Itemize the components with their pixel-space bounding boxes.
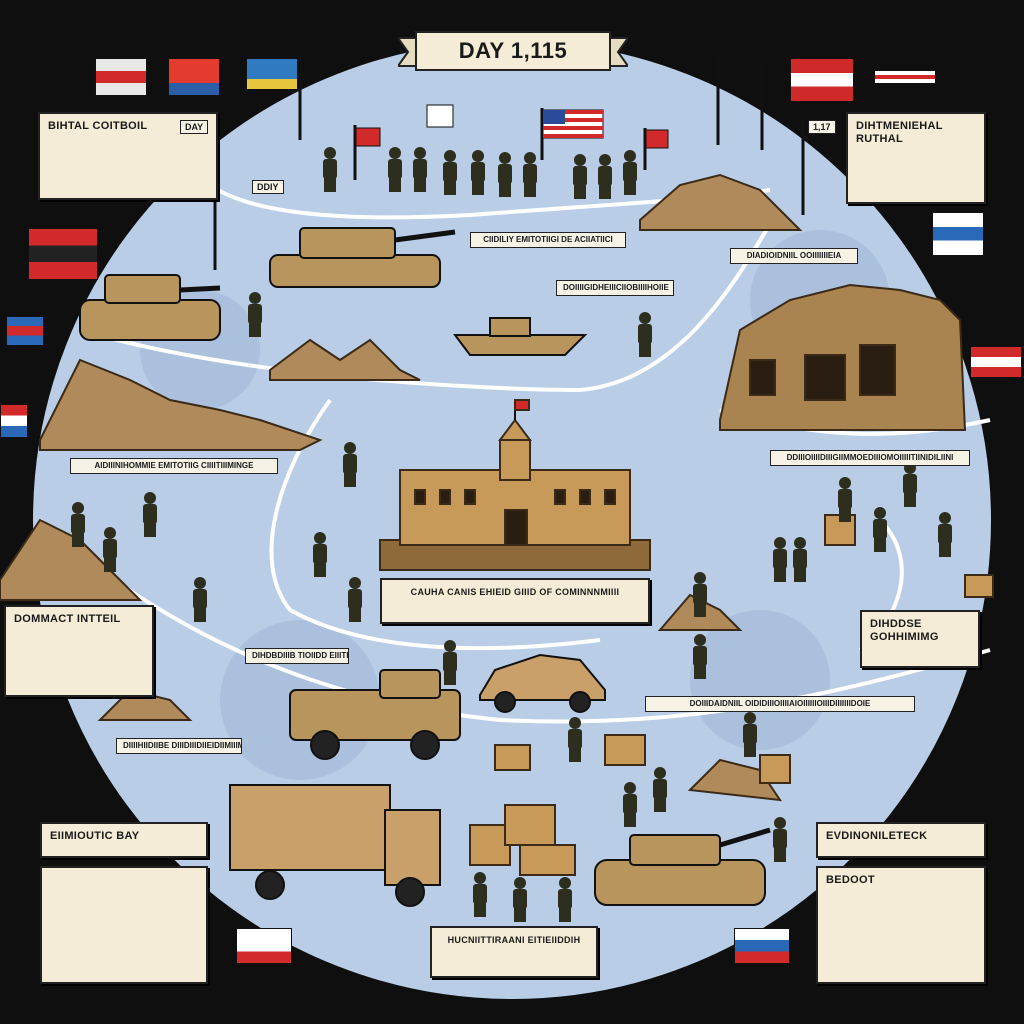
ruined-building <box>719 283 967 431</box>
card-bottom-center: HUCNIITTIRAANI EITIEIIDDIH <box>430 926 598 978</box>
card-bottom-center-heading: HUCNIITTIRAANI EITIEIIDDIH <box>447 935 581 945</box>
soldier-figure <box>513 877 527 922</box>
soldier-figure <box>903 462 917 507</box>
card-bottom-left-body <box>40 866 208 984</box>
soldier-figure <box>743 712 757 757</box>
card-center-building: CAUHA CANIS EHIEID GIIID OF COMINNNMIIII <box>380 578 650 624</box>
tag-day-right: 1,17 <box>808 120 836 134</box>
soldier-figure <box>323 147 337 192</box>
flag-icon <box>168 58 220 96</box>
soldier-figure <box>248 292 262 337</box>
soldier-figure <box>793 537 807 582</box>
soldier-figure <box>348 577 362 622</box>
flag-icon <box>874 70 936 84</box>
flag-icon <box>932 212 984 256</box>
scroll-banner-shape <box>398 31 628 71</box>
flag-icon <box>28 228 98 280</box>
card-mid-right-heading: DIHDDSE GOHHIMIMG <box>870 618 939 643</box>
soldier-figure <box>193 577 207 622</box>
day-counter: DAY 1,115 <box>458 38 568 63</box>
flag-icon <box>734 928 790 964</box>
card-top-right-heading: DIHTMENIEHAL RUTHAL <box>856 120 943 145</box>
label-right-mid: DDIIIOIIIIDIIIGIIMMOEDIIIOMOIIIIITIINIDI… <box>770 450 970 466</box>
soldier-figure <box>471 150 485 195</box>
card-mid-left-heading: DOMMACT INTTEIL <box>14 613 121 625</box>
flag-icon <box>246 58 298 90</box>
label-left-low: DIIIIHIIDIIBE DIIIDIIIDIIEIDIIMIIIM <box>116 738 242 754</box>
card-bottom-right-title: EVDINONILETECK <box>816 822 986 858</box>
soldier-figure <box>473 872 487 917</box>
card-bottom-right-subheading: BEDOOT <box>826 874 875 886</box>
flag-icon <box>236 928 292 964</box>
soldier-figure <box>773 817 787 862</box>
card-bottom-right-heading: EVDINONILETECK <box>826 830 928 842</box>
card-top-right: DIHTMENIEHAL RUTHAL <box>846 112 986 204</box>
card-mid-left: DOMMACT INTTEIL <box>4 605 154 697</box>
soldier-figure <box>623 782 637 827</box>
soldier-figure <box>443 640 457 685</box>
soldier-figure <box>71 502 85 547</box>
soldier-figure <box>103 527 117 572</box>
soldier-figure <box>693 572 707 617</box>
soldier-figure <box>938 512 952 557</box>
flag-icon <box>0 404 28 438</box>
sedan-car <box>479 653 606 713</box>
card-top-left-heading: BIHTAL COITBOIL <box>48 120 148 132</box>
soldier-figure <box>388 147 402 192</box>
turkey-flag <box>355 127 381 147</box>
tank-upper <box>269 227 456 288</box>
pickup-truck <box>289 669 461 760</box>
soldier-figure <box>653 767 667 812</box>
soldier-figure <box>573 154 587 199</box>
label-bottom-wide: DOIIIDAIDNIIL OIDIDIIIOIIIIAIOIIIIIIOIII… <box>645 696 915 712</box>
supply-boxes <box>469 514 994 876</box>
flag-icon <box>6 316 44 346</box>
soldier-figure <box>873 507 887 552</box>
soldier-figure <box>343 442 357 487</box>
soldier-figure <box>638 312 652 357</box>
soldier-figure <box>523 152 537 197</box>
tag-dirt-road: DDIY <box>252 180 284 194</box>
label-left-mid: AIDIIINIHOMMIE EMITOTIIG CIIIITIIIMINGE <box>70 458 278 474</box>
soldier-figure <box>498 152 512 197</box>
soldier-figure <box>143 492 157 537</box>
soldier-figures <box>71 147 952 922</box>
soldier-figure <box>623 150 637 195</box>
label-right-upper: DIADIOIDNIIL OOIIIIIIIEIA <box>730 248 858 264</box>
tag-day-left: DAY <box>180 120 209 134</box>
soldier-figure <box>568 717 582 762</box>
soldier-figure <box>413 147 427 192</box>
boat <box>453 317 588 356</box>
card-bottom-left-heading: EIIMIOUTIC BAY <box>50 830 140 842</box>
label-center-upper: DOIIIIGIDHEIIICIIOBIIIIHOIIE <box>556 280 674 296</box>
flag-icon <box>95 58 147 96</box>
soldier-figure <box>838 477 852 522</box>
card-center-heading: CAUHA CANIS EHIEID GIIID OF COMINNNMIIII <box>410 587 620 597</box>
card-bottom-left-title: EIIMIOUTIC BAY <box>40 822 208 858</box>
central-building <box>379 399 651 571</box>
soldier-figure <box>443 150 457 195</box>
white-flag <box>426 104 454 128</box>
soldier-figure <box>558 877 572 922</box>
flag-icon <box>970 346 1022 378</box>
red-flag-small <box>645 129 669 149</box>
us-flag <box>542 109 604 139</box>
cargo-truck <box>229 784 441 907</box>
tank-bottom <box>594 827 771 906</box>
soldier-figure <box>598 154 612 199</box>
card-mid-right: DIHDDSE GOHHIMIMG <box>860 610 980 668</box>
day-banner: DAY 1,115 <box>398 28 628 74</box>
soldier-figure <box>313 532 327 577</box>
soldier-figure <box>773 537 787 582</box>
card-bottom-right-body: BEDOOT <box>816 866 986 984</box>
soldier-figure <box>693 634 707 679</box>
label-center-small: DIHDBDIIIB TIOIIDD EIIITIMIH <box>245 648 349 664</box>
flag-icon <box>790 58 854 102</box>
label-top-center: CIIDILIY EMITOTIIGI DE ACIIATIICI <box>470 232 626 248</box>
rubble-piles <box>0 173 803 802</box>
tank-left <box>79 274 221 341</box>
